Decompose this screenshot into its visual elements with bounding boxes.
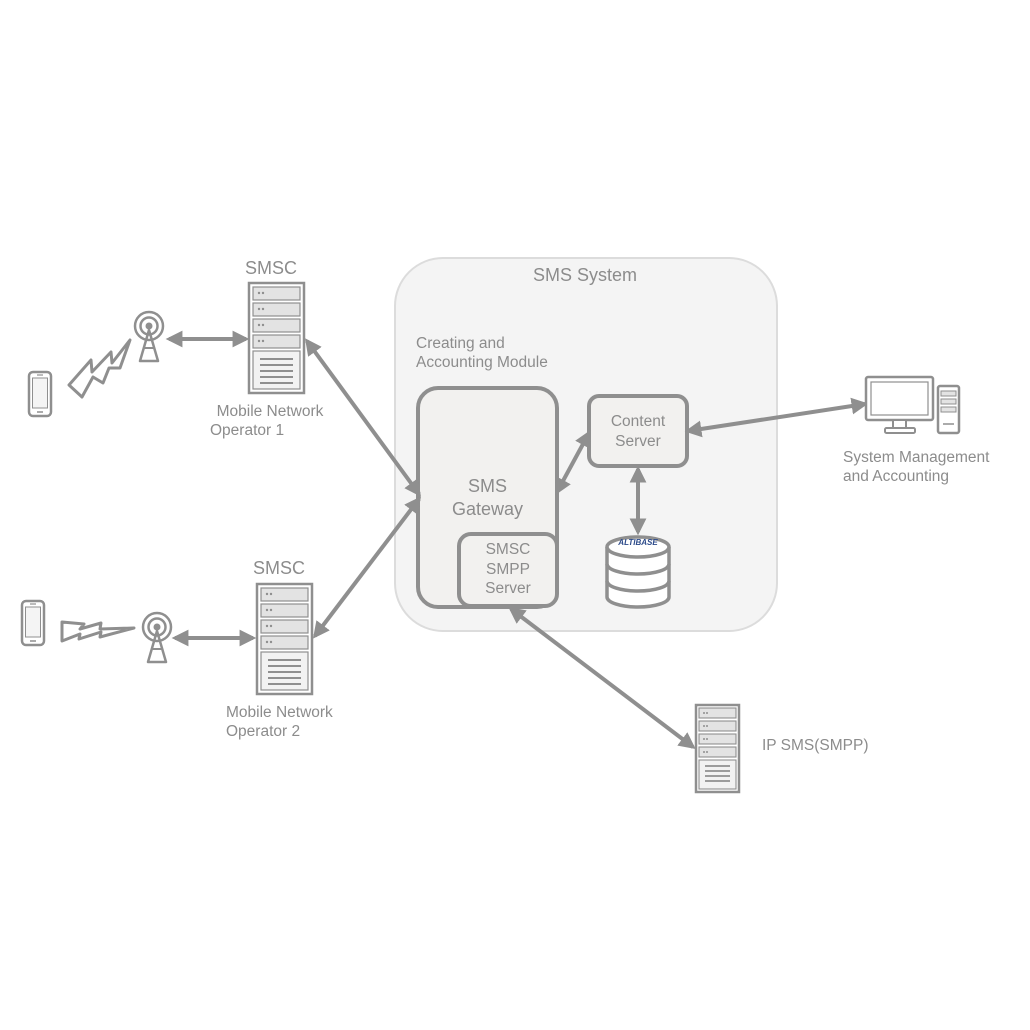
arrow-gateway-content [555,430,591,495]
sms-system-title: SMS System [532,265,638,285]
gateway-label-line1: SMS [467,476,507,496]
operator1-caption-line2: Operator 1 [210,422,285,440]
lightning-signal-icon [67,338,132,399]
arrow-smsc1-gateway [305,338,421,497]
operator1-caption: Mobile Network Operator 1 [196,402,344,441]
mobile-phone-icon [27,370,53,418]
module-label-line1: Creating and [416,335,505,352]
arrow-smpp-ipsms [508,606,696,750]
content-label-line2: Server [615,433,661,451]
smsc-server-icon[interactable] [255,582,314,696]
smsc1-title: SMSC [244,258,297,278]
smpp-server-box[interactable] [457,532,559,608]
operator2-caption-line2: Operator 2 [226,723,301,741]
module-label: Creating and Accounting Module [416,334,548,373]
smpp-label-line2: SMPP [486,560,530,578]
arrow-smsc2-gateway [312,496,422,639]
content-label-line1: Content [610,413,666,430]
altibase-logo: ALTIBASE [617,538,658,547]
management-caption: System Management and Accounting [843,448,989,487]
smpp-label-line1: SMSC [485,541,531,558]
antenna-tower-icon [133,310,165,363]
desktop-computer-icon[interactable] [864,375,961,435]
smsc-server-icon[interactable] [247,281,306,395]
ip-sms-caption: IP SMS(SMPP) [762,737,869,754]
operator1-caption-line1: Mobile Network [216,403,324,420]
smpp-label-line3: Server [485,580,531,598]
operator2-caption-line1: Mobile Network [226,704,333,721]
antenna-tower-icon [141,611,173,664]
content-server-label: Content Server [589,412,687,452]
gateway-label: SMS Gateway [418,475,557,520]
smpp-server-label: SMSC SMPP Server [459,540,557,599]
management-caption-line2: and Accounting [843,468,950,486]
database-icon [605,535,671,609]
gateway-label-line2: Gateway [451,498,524,519]
module-label-line2: Accounting Module [416,354,548,372]
ip-sms-server-icon[interactable] [694,703,741,794]
arrow-content-management [684,397,869,438]
lightning-signal-icon [60,620,136,643]
mobile-phone-icon [20,599,46,647]
management-caption-line1: System Management [843,449,990,466]
operator2-caption: Mobile Network Operator 2 [226,703,333,742]
smsc2-title: SMSC [252,558,305,578]
